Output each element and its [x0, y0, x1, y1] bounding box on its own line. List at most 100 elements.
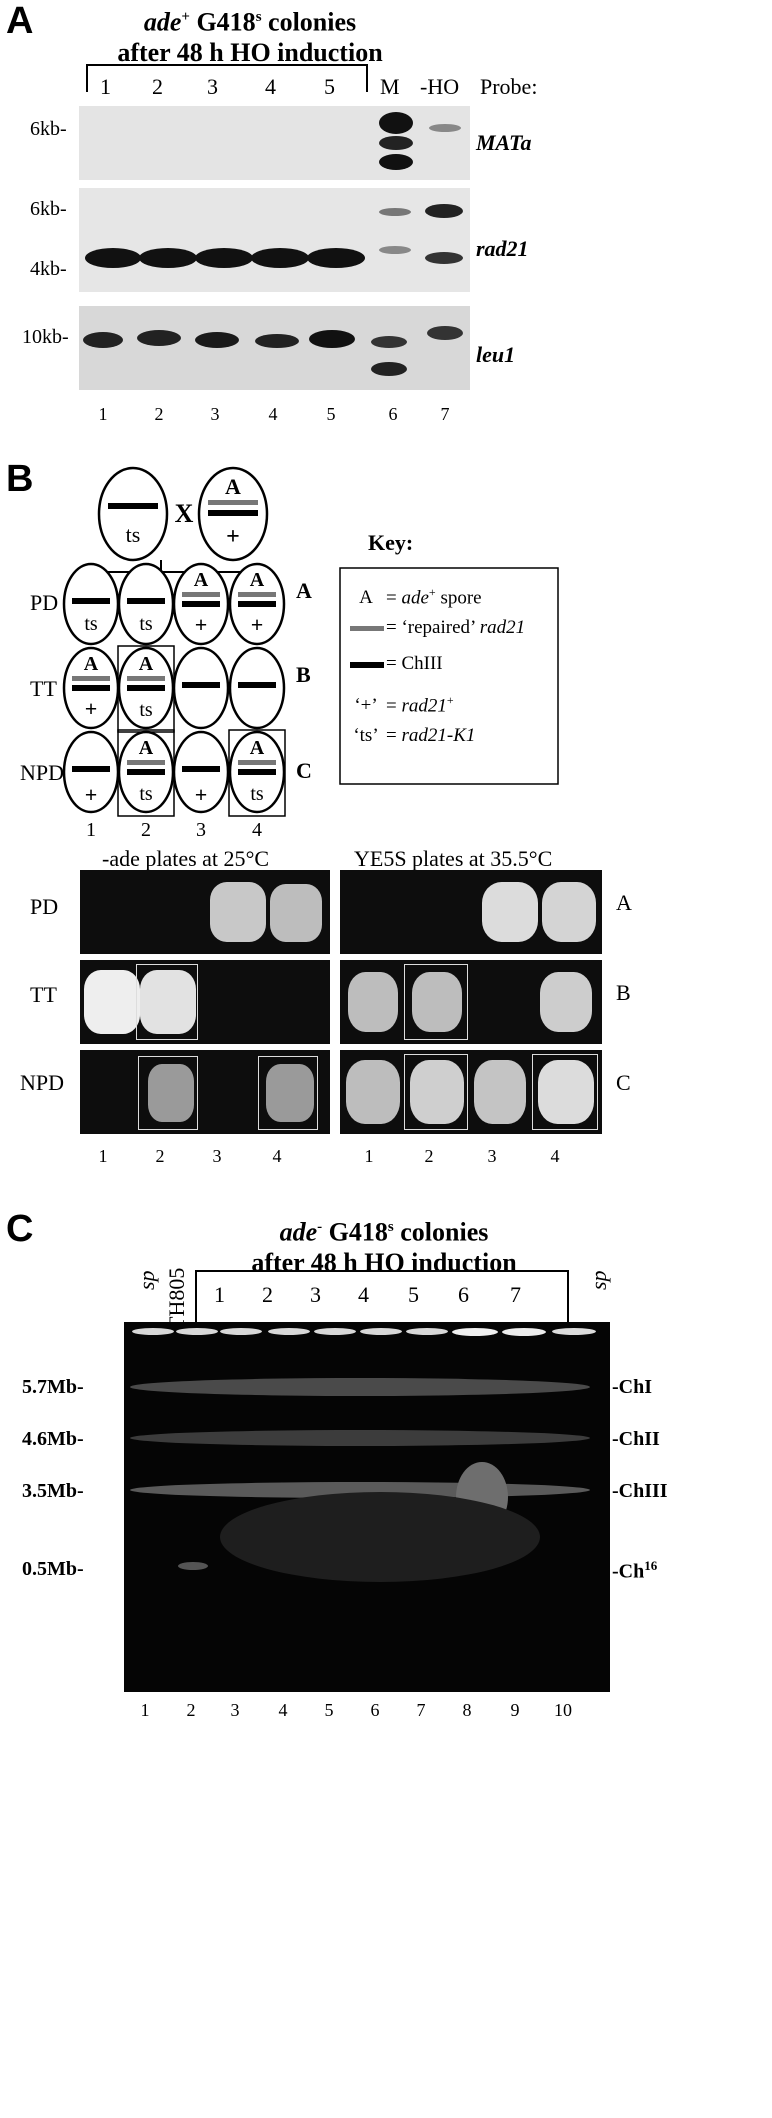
gel-chrom-chi: -ChI: [612, 1376, 653, 1398]
pfge-gel: [124, 1322, 610, 1692]
npd-1-plus: +: [85, 782, 98, 807]
panel-a-title: ade+ G418s colonies after 48 h HO induct…: [100, 2, 400, 68]
plate-right-col-4: 4: [550, 1146, 560, 1166]
colonies-label-c: colonies: [393, 1217, 489, 1247]
key-suffix-1: spore: [435, 587, 482, 609]
plate-right-title-text: YE5S plates at 35.5: [354, 846, 529, 871]
gel-lane-4: 4: [278, 1700, 288, 1720]
pd-3-a: A: [194, 569, 209, 591]
tetrad-row-pd: PD: [30, 590, 58, 615]
parent-plus-text: +: [226, 524, 240, 550]
pd-2-ts: ts: [139, 613, 153, 635]
key-eq-3: = ChIII: [386, 653, 443, 674]
gel-lane-1: 1: [140, 1700, 150, 1720]
bracket-lane-5: 5: [408, 1282, 419, 1307]
g418-label-c: G418: [322, 1217, 388, 1247]
tetrad-class-c: C: [296, 758, 312, 783]
grey-bar-icon: [346, 626, 386, 632]
npd-4-ts: ts: [250, 783, 264, 805]
gel-lane-8: 8: [462, 1700, 472, 1720]
pd-4-a: A: [250, 569, 265, 591]
tt-1-plus: +: [85, 696, 98, 721]
gel-lane-7: 7: [416, 1700, 426, 1720]
tt-spore-2: A ts: [117, 646, 175, 730]
black-bar-icon: [346, 661, 386, 668]
top-lane-3: 3: [207, 74, 218, 99]
tetrad-row-tt: TT: [30, 676, 57, 701]
panel-a-bracket: [86, 64, 368, 92]
key-entry-ade: A= ade+ spore: [346, 574, 558, 610]
blot3-size-10kb: 10kb-: [22, 326, 69, 348]
cross-x: X: [175, 499, 194, 528]
gel-bottom-lanes: 1 2 3 4 5 6 7 8 9 10: [0, 1700, 772, 1726]
gel-chrom-chiii: -ChIII: [612, 1480, 668, 1502]
blot-lane-4: 4: [268, 404, 278, 424]
gene-ade: ade: [143, 7, 182, 37]
top-lane-2: 2: [152, 74, 163, 99]
plate-left-col-2: 2: [155, 1146, 165, 1166]
key-symbol-a: A: [359, 587, 373, 609]
parent-a-text: A: [225, 474, 241, 499]
bracket-lane-7: 7: [510, 1282, 521, 1307]
tetrad-col-4: 4: [252, 819, 262, 841]
plate-right-col-2: 2: [424, 1146, 434, 1166]
tt-2-a: A: [139, 653, 154, 675]
key-eq-5: =: [386, 725, 402, 746]
key-entry-repaired: = ‘repaired’ rad21: [346, 610, 558, 646]
bracket-lane-3: 3: [310, 1282, 321, 1307]
key-term-k1: rad21-K1: [401, 725, 476, 746]
plate-columns: 1 2 3 4 1 2 3 4: [0, 1146, 772, 1172]
parent-ts-text: ts: [126, 522, 141, 547]
gel-size-0-5mb: 0.5Mb-: [22, 1558, 84, 1580]
panel-c-title-line1: ade- G418s colonies: [234, 1212, 534, 1248]
plate-left-title-text: -ade plates at 25: [102, 846, 246, 871]
npd-3-plus: +: [195, 782, 208, 807]
tetrad-row-npd: NPD: [20, 760, 64, 785]
sup-minus: -: [317, 1219, 323, 1235]
sup-s: s: [255, 9, 262, 25]
panel-b-letter: B: [6, 458, 34, 500]
key-entry-plus: ‘+’= rad21+: [346, 682, 558, 718]
probe-mata: MATa: [476, 130, 532, 155]
key-symbol-plus: ‘+’: [354, 695, 378, 717]
key-eq-1: =: [386, 587, 402, 609]
lane-m-label: M: [380, 74, 400, 99]
npd-spore-2: A ts: [117, 730, 175, 814]
gel-chrom-ch16-sup: 16: [644, 1558, 658, 1573]
sup-s-c: s: [387, 1219, 394, 1235]
plate-right-title: YE5S plates at 35.5°C: [354, 846, 552, 872]
gel-lane-2: 2: [186, 1700, 196, 1720]
panel-a-letter: A: [6, 0, 34, 42]
parent-ts-spore: ts: [97, 466, 169, 562]
bracket-lane-2: 2: [262, 1282, 273, 1307]
panel-a-title-line1: ade+ G418s colonies: [100, 2, 400, 38]
key-eq-4: =: [386, 695, 402, 717]
bracket-lane-1: 1: [214, 1282, 225, 1307]
panel-c-title: ade- G418s colonies after 48 h HO induct…: [234, 1212, 534, 1278]
gel-size-5-7mb: 5.7Mb-: [22, 1376, 84, 1398]
lane-minus-ho-label: -HO: [420, 74, 460, 99]
plate-left-col-4: 4: [272, 1146, 282, 1166]
tt-spore-4: [228, 646, 286, 730]
gel-lane-6: 6: [370, 1700, 380, 1720]
top-lane-1: 1: [100, 74, 111, 99]
probe-label: Probe:: [480, 74, 538, 99]
gel-chrom-ch16-text: -Ch: [612, 1560, 645, 1583]
key-eq-2: = ‘repaired’: [386, 617, 480, 638]
key-box: [339, 567, 559, 785]
tetrad-col-1: 1: [86, 819, 96, 841]
gene-ade-minus: ade: [279, 1217, 318, 1247]
panel-a-top-lanes: 1 2 3 4 5 M -HO Probe:: [0, 72, 772, 102]
panel-c-letter: C: [6, 1208, 34, 1250]
panel-c-bracket-lanes: 1 2 3 4 5 6 7: [0, 1282, 772, 1312]
key-symbol-ts: ‘ts’: [353, 725, 379, 746]
colonies-label: colonies: [261, 7, 357, 37]
plate-class-b: B: [616, 980, 631, 1005]
npd-spore-4: A ts: [228, 730, 286, 814]
top-lane-4: 4: [265, 74, 276, 99]
gel-size-4-6mb: 4.6Mb-: [22, 1428, 84, 1450]
plate-left-title: -ade plates at 25°C: [102, 846, 269, 872]
blot2-size-6kb: 6kb-: [30, 198, 67, 220]
pd-spore-3: A +: [172, 562, 230, 646]
pd-spore-2: ts: [117, 562, 175, 646]
